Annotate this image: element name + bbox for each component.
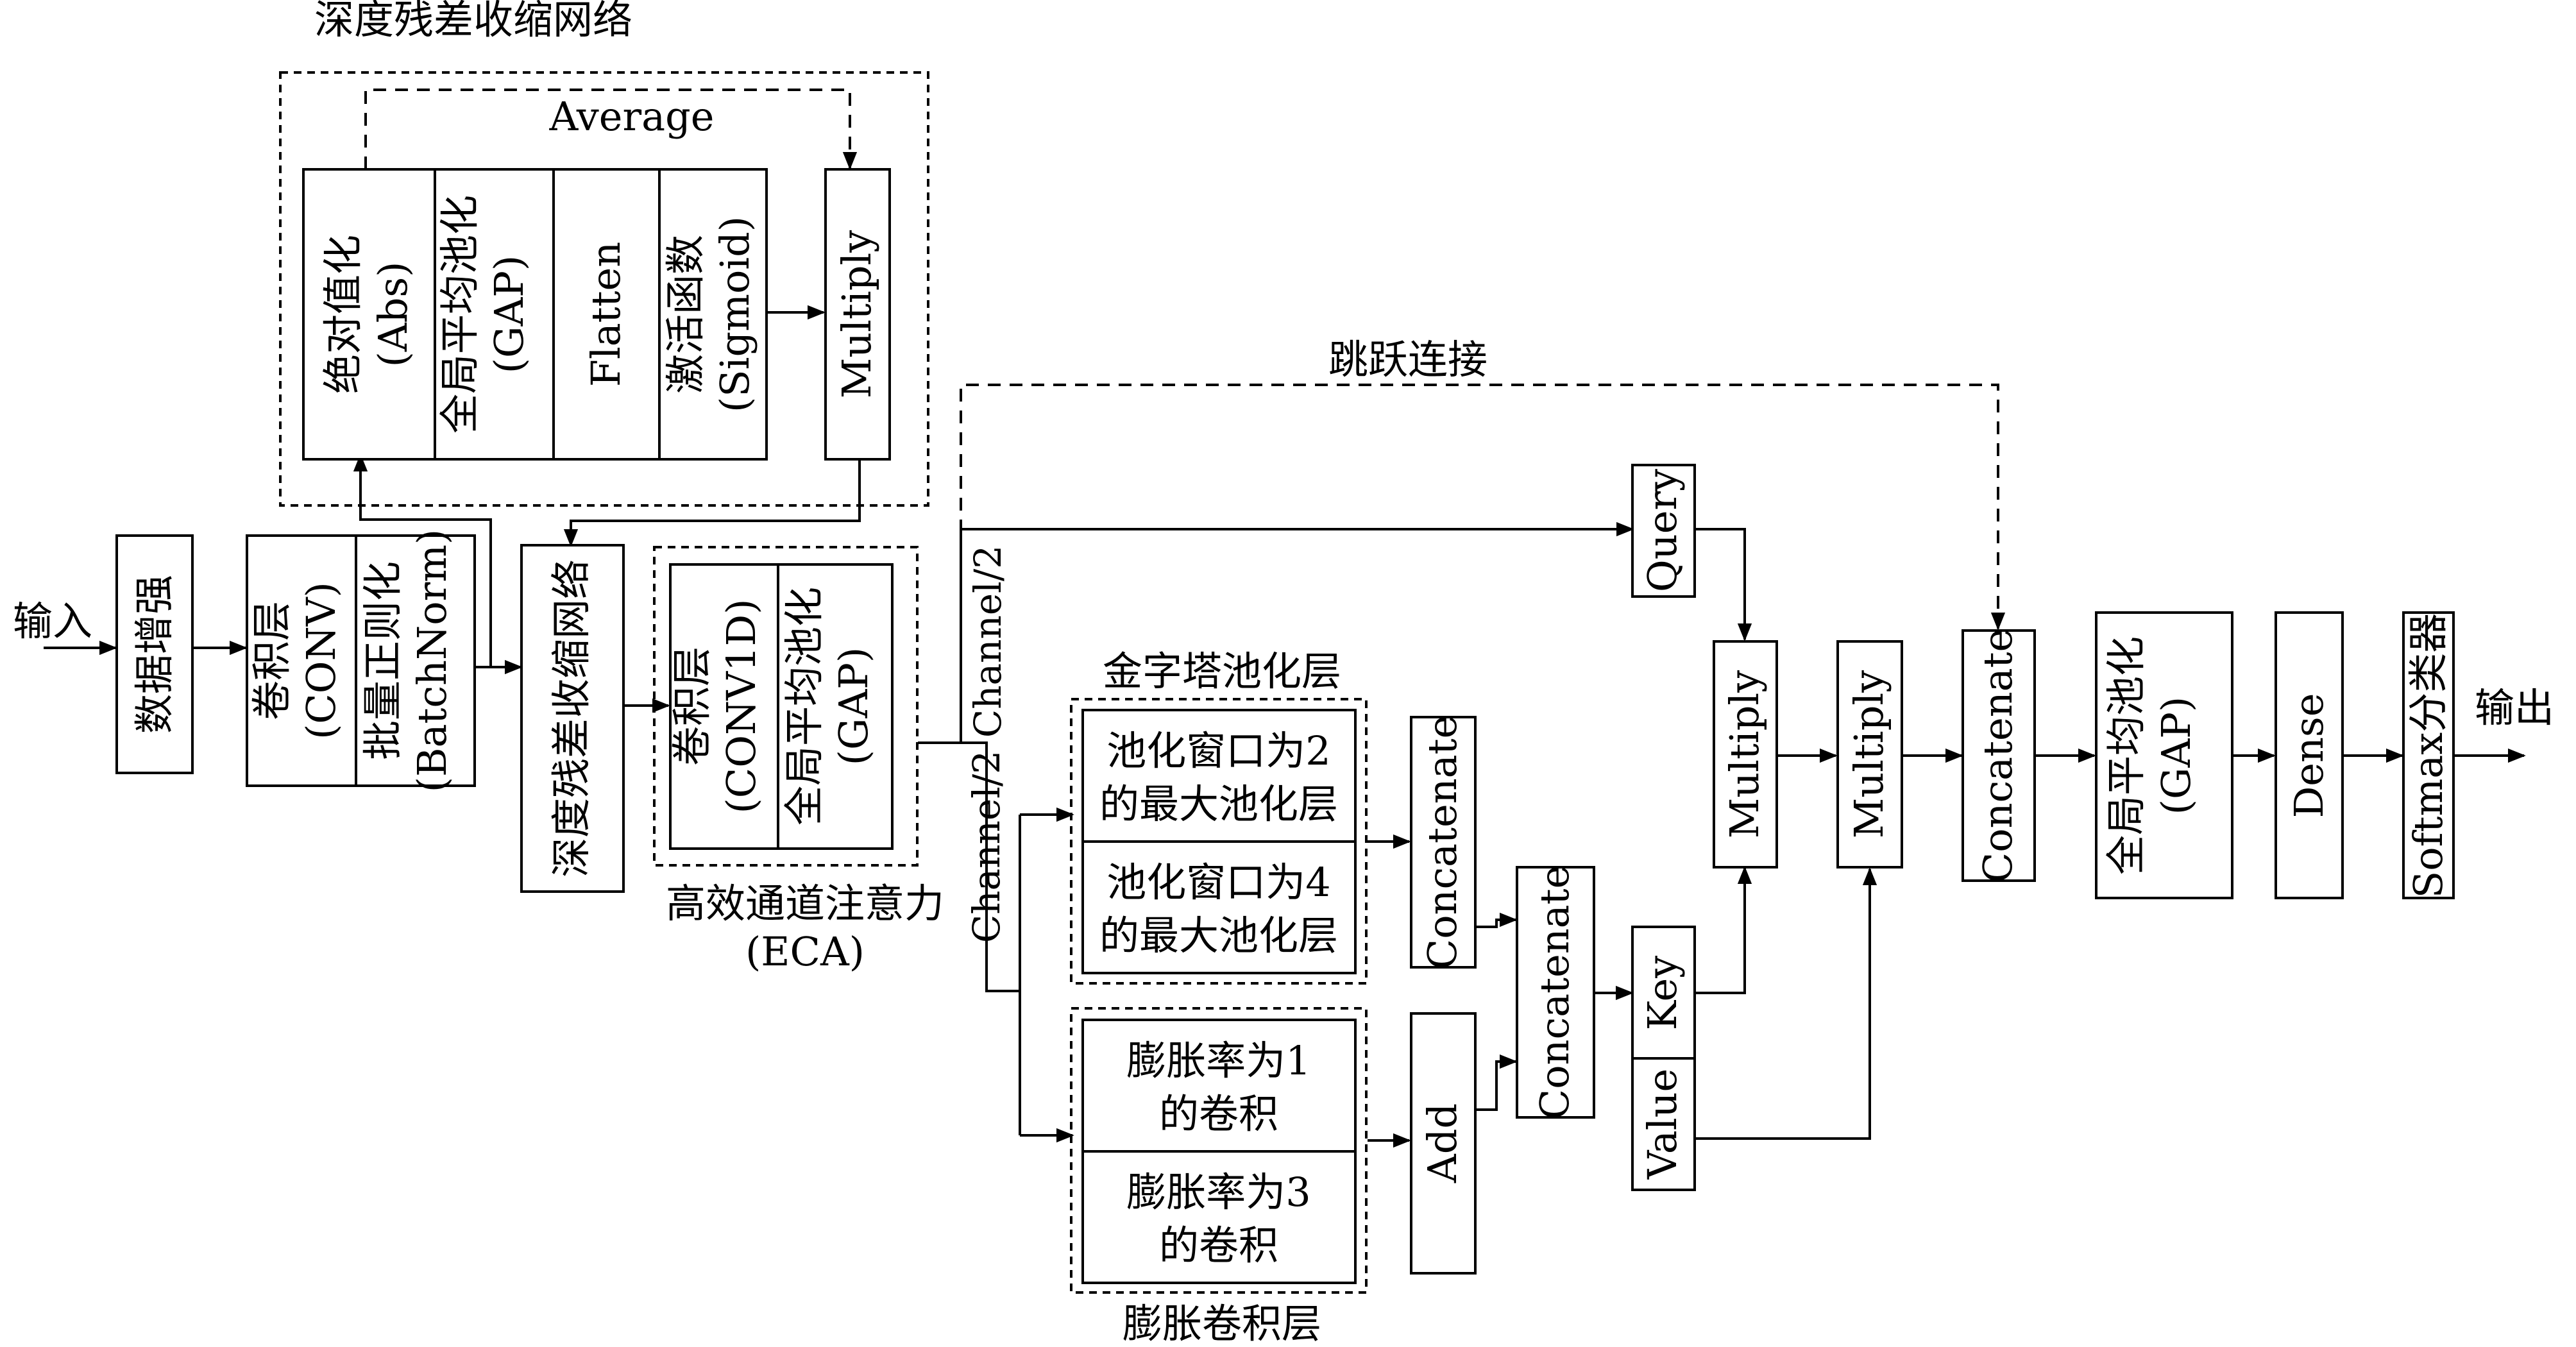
- pool4-line2: 的最大池化层: [1099, 912, 1338, 959]
- softmax-box: [2402, 611, 2455, 899]
- multiply-inner-label: Multiply: [833, 230, 880, 399]
- key-label: Key: [1639, 956, 1686, 1030]
- skip-label: 跳跃连接: [1328, 336, 1487, 383]
- pool4-box: [1081, 840, 1357, 974]
- concat3-label: Concatenate: [1974, 629, 2021, 883]
- eca-conv1d-line2: (CONV1D): [718, 599, 765, 814]
- boxes: [115, 168, 2455, 1284]
- conv-line2: (CONV): [298, 582, 344, 740]
- sigmoid-line2: (Sigmoid): [711, 216, 758, 412]
- dilated-frame: [1070, 1007, 1368, 1294]
- dense-box: [2275, 611, 2344, 899]
- eca-gap-line1: 全局平均池化: [781, 587, 827, 826]
- sigmoid-box: [658, 168, 768, 461]
- bn-line1: 批量正则化: [359, 561, 406, 760]
- pyramid-title: 金字塔池化层: [1103, 648, 1341, 695]
- concat1-label: Concatenate: [1419, 715, 1466, 970]
- key-box: [1631, 926, 1696, 1060]
- vertical-labels: 数据增强 卷积层 (CONV) 批量正则化 (BatchNorm) 绝对值化 (…: [131, 195, 2452, 1183]
- abs-line1: 绝对值化: [319, 235, 366, 394]
- multiply1-label: Multiply: [1721, 670, 1768, 839]
- sigmoid-line1: 激活函数: [662, 235, 709, 394]
- drsn-gap-box: [434, 168, 555, 461]
- gap-final-line1: 全局平均池化: [2103, 636, 2149, 875]
- pool4-line1: 池化窗口为4: [1106, 859, 1330, 906]
- eca-gap-box: [777, 563, 894, 850]
- query-box: [1631, 464, 1696, 598]
- abs-line2: (Abs): [369, 262, 416, 368]
- drsn-frame: [279, 71, 929, 507]
- gap-final-box: [2095, 611, 2233, 899]
- aug-box: [115, 534, 194, 774]
- horizontal-labels: 深度残差收缩网络 Average 输入 输出 高效通道注意力 (ECA) 跳跃连…: [13, 0, 2554, 1347]
- multiply-inner-box: [824, 168, 891, 461]
- average-label: Average: [549, 93, 715, 140]
- add-label: Add: [1419, 1103, 1466, 1183]
- bn-box: [355, 534, 476, 787]
- pool2-box: [1081, 709, 1357, 843]
- drsn-title: 深度残差收缩网络: [314, 0, 632, 43]
- flatten-label: Flatten: [582, 242, 629, 387]
- drsn-gap-line2: (GAP): [486, 255, 532, 373]
- channel-half-label-2: Channel/2: [965, 750, 1008, 943]
- eca-conv1d-box: [669, 563, 779, 850]
- eca-conv1d-line1: 卷积层: [668, 647, 715, 766]
- channel-half-label-1: Channel/2: [966, 545, 1010, 738]
- connections: [44, 89, 2526, 1148]
- value-box: [1631, 1057, 1696, 1191]
- add-box: [1410, 1012, 1477, 1275]
- dense-label: Dense: [2285, 693, 2332, 818]
- gap-final-line2: (GAP): [2153, 697, 2199, 815]
- eca-gap-line2: (GAP): [830, 647, 877, 765]
- concat2-label: Concatenate: [1531, 865, 1578, 1120]
- value-label: Value: [1639, 1069, 1686, 1180]
- drsn-gap-line1: 全局平均池化: [436, 195, 483, 434]
- multiply2-box: [1836, 640, 1903, 868]
- aug-label: 数据增强: [131, 575, 178, 734]
- concat1-box: [1410, 716, 1477, 969]
- input-label: 输入: [13, 598, 92, 645]
- output-label: 输出: [2475, 684, 2554, 731]
- rate1-line1: 膨胀率为1: [1126, 1037, 1310, 1084]
- dilated-title: 膨胀卷积层: [1123, 1300, 1321, 1347]
- multiply1-box: [1713, 640, 1778, 868]
- pyramid-frame: [1070, 698, 1368, 985]
- rate1-line2: 的卷积: [1159, 1090, 1278, 1137]
- rate3-line2: 的卷积: [1159, 1222, 1278, 1269]
- eca-caption-2: (ECA): [745, 928, 865, 975]
- eca-caption-1: 高效通道注意力: [666, 880, 944, 927]
- drsn-block-label: 深度残差收缩网络: [548, 559, 595, 877]
- query-label: Query: [1639, 469, 1686, 592]
- softmax-label: Softmax分类器: [2405, 613, 2452, 898]
- concat2-box: [1516, 866, 1595, 1119]
- rate3-line1: 膨胀率为3: [1126, 1169, 1310, 1216]
- pool2-line2: 的最大池化层: [1099, 781, 1338, 827]
- rate3-box: [1081, 1150, 1357, 1284]
- conv-line1: 卷积层: [248, 601, 295, 720]
- multiply2-label: Multiply: [1845, 670, 1892, 839]
- pool2-line1: 池化窗口为2: [1106, 727, 1330, 774]
- bn-line2: (BatchNorm): [409, 529, 455, 792]
- rate1-box: [1081, 1019, 1357, 1153]
- concat3-box: [1962, 629, 2036, 882]
- drsn-block-box: [520, 544, 625, 893]
